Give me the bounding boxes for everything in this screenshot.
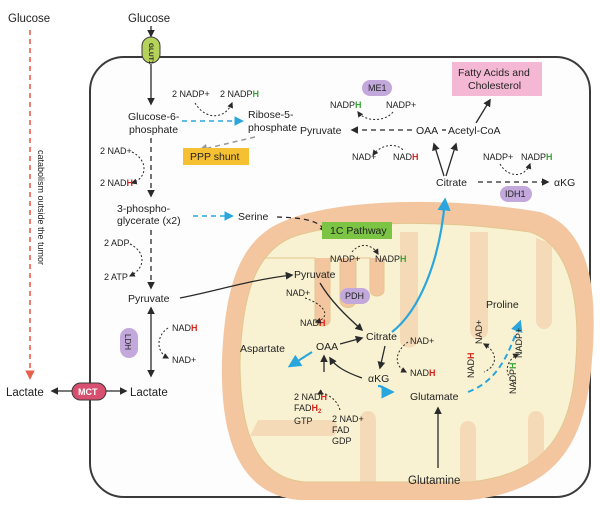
citrate-nadh: NADH xyxy=(410,368,436,378)
3-phosphoglycerate: 3-phospho- xyxy=(117,203,171,215)
1c-nadp: NADP+ xyxy=(330,254,360,264)
1c-pathway-box xyxy=(322,222,392,239)
tca-gtp: GTP xyxy=(294,416,313,426)
mito-akg: αKG xyxy=(368,373,389,385)
upper-nad: NAD+ xyxy=(352,152,376,162)
pdh-label: PDH xyxy=(345,291,364,301)
cytosolic-akg: αKG xyxy=(554,177,575,189)
catabolism-note: catabolism outside the tumor xyxy=(36,150,46,265)
idh1-nadp: NADP+ xyxy=(483,152,513,162)
me1-nadph: NADPH xyxy=(330,100,362,110)
citrate-nad: NAD+ xyxy=(410,336,434,346)
ppp-shunt-label: PPP shunt xyxy=(190,151,240,163)
ppp-shunt-box xyxy=(183,148,249,165)
tca-fad: FAD xyxy=(332,425,350,435)
nadp-in: 2 NADP+ xyxy=(172,89,210,99)
glutamate-label: Glutamate xyxy=(410,391,459,403)
mito-oaa: OAA xyxy=(316,341,338,353)
idh1-enzyme xyxy=(500,186,532,202)
tca-gdp: GDP xyxy=(332,436,352,446)
mito-citrate: Citrate xyxy=(366,331,397,343)
glut1-label: GLUT1 xyxy=(147,43,154,65)
ldh-enzyme xyxy=(120,328,138,358)
fatty-acids-line2: Cholesterol xyxy=(468,80,521,92)
me1-enzyme xyxy=(362,80,392,96)
ldh-nad: NAD+ xyxy=(172,355,196,365)
mito-pyruvate: Pyruvate xyxy=(294,269,336,281)
glycolysis-nad-in: 2 NAD+ xyxy=(100,146,132,156)
cytosolic-lactate: Lactate xyxy=(130,387,168,399)
pdh-nad: NAD+ xyxy=(286,288,310,298)
me1-nadp: NADP+ xyxy=(386,100,416,110)
glucose-top-label: Glucose xyxy=(128,13,170,25)
aspartate-label: Aspartate xyxy=(240,343,285,355)
ldh-label: LDH xyxy=(123,334,132,350)
upper-oaa: OAA xyxy=(416,125,438,137)
proline-nadh: NADH xyxy=(466,352,476,378)
nadph-out: 2 NADPH xyxy=(220,89,259,99)
1c-nadph: NADPH xyxy=(375,254,407,264)
outside-glucose-label: Glucose xyxy=(8,13,50,25)
ribose-5-phosphate: Ribose-5- xyxy=(248,109,294,121)
upper-nadh: NADH xyxy=(393,152,419,162)
acetyl-coa: Acetyl-CoA xyxy=(448,125,501,137)
atp-label: 2 ATP xyxy=(104,272,128,282)
ribose-5-phosphate-line2: phosphate xyxy=(248,122,297,134)
glycolysis-nadh-out: 2 NADH xyxy=(100,178,133,188)
ldh-nadh: NADH xyxy=(172,323,198,333)
glucose-6-phosphate-line2: phosphate xyxy=(129,124,178,136)
mct-label: MCT xyxy=(78,387,98,397)
tca-nad: 2 NAD+ xyxy=(332,414,364,424)
idh1-label: IDH1 xyxy=(505,189,526,199)
idh1-nadph: NADPH xyxy=(521,152,553,162)
cytosolic-pyruvate: Pyruvate xyxy=(128,293,170,305)
fatty-acids-box xyxy=(452,62,542,96)
proline-nad: NAD+ xyxy=(474,320,484,344)
fatty-acids-line1: Fatty Acids and xyxy=(458,67,530,79)
glutamine-label: Glutamine xyxy=(408,475,460,487)
adp-label: 2 ADP xyxy=(104,238,130,248)
me1-label: ME1 xyxy=(368,83,387,93)
3-phosphoglycerate-line2: glycerate (x2) xyxy=(117,215,181,227)
pdh-enzyme xyxy=(340,288,370,304)
glucose-6-phosphate: Glucose-6- xyxy=(128,111,180,123)
proline-nadp: NADP+ xyxy=(514,328,524,358)
glut1-transporter xyxy=(141,36,161,64)
pdh-nadh: NADH xyxy=(300,318,326,328)
cytosolic-citrate: Citrate xyxy=(436,177,467,189)
serine-label: Serine xyxy=(238,211,269,223)
tca-nadh: 2 NADH xyxy=(294,392,327,402)
mitochondrial-cristae xyxy=(239,222,578,483)
tca-fadh: FADH2 xyxy=(294,403,322,415)
1c-pathway-label: 1C Pathway xyxy=(330,225,387,237)
proline-label: Proline xyxy=(486,299,519,311)
outside-lactate-label: Lactate xyxy=(6,387,44,399)
mitochondrion xyxy=(221,201,594,500)
upper-pyruvate: Pyruvate xyxy=(300,125,342,137)
